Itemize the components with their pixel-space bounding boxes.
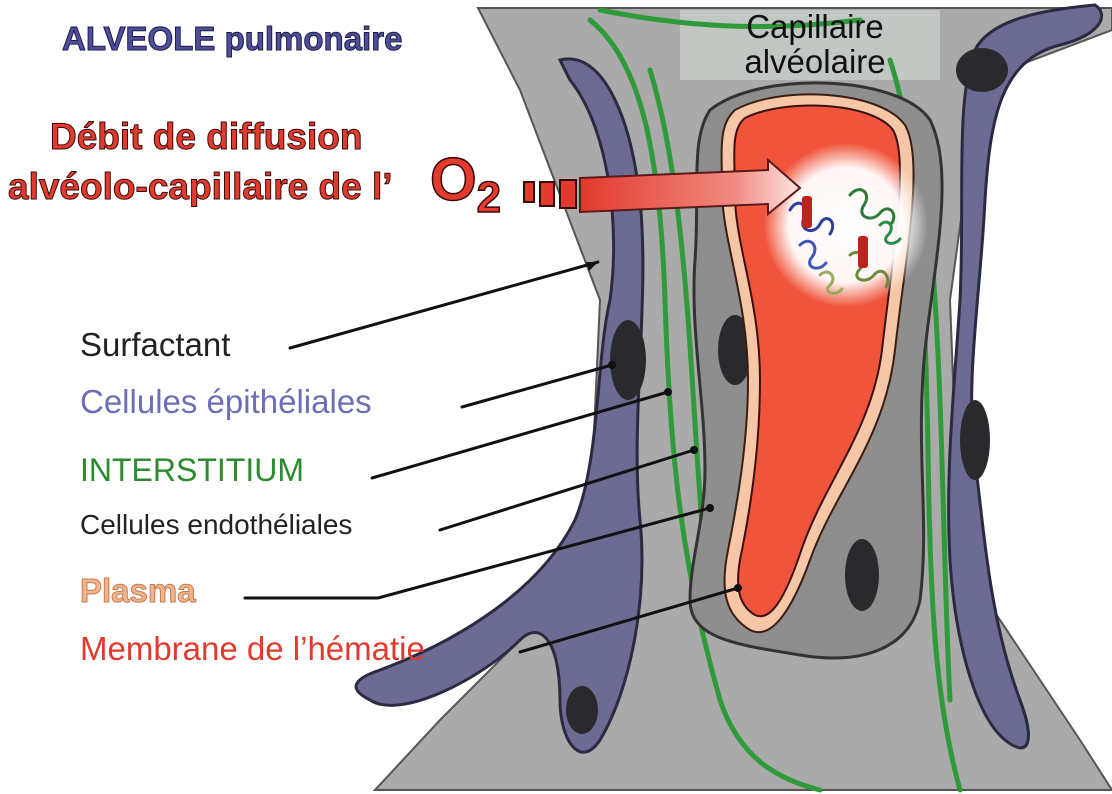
label-red-cell-membrane: Membrane de l’hématie — [80, 632, 425, 665]
capillary-label-line1: Capillaire — [700, 10, 930, 45]
label-plasma: Plasma — [80, 574, 196, 607]
nucleus — [845, 539, 879, 611]
label-epithelial-cells: Cellules épithéliales — [80, 385, 372, 418]
diffusion-label-line1: Débit de diffusion — [50, 118, 362, 155]
oxygen-subscript: 2 — [477, 173, 501, 222]
capillary-label-line2: alvéolaire — [700, 45, 930, 80]
oxygen-symbol: O2 — [430, 150, 501, 220]
capillary-label: Capillaire alvéolaire — [700, 10, 930, 79]
nucleus — [566, 686, 598, 734]
oxygen-letter: O — [430, 146, 477, 213]
leader-epithelial — [462, 365, 612, 407]
epithelial-cell-right — [949, 5, 1102, 748]
leader-surfactant — [290, 262, 598, 348]
label-surfactant: Surfactant — [80, 328, 230, 361]
hemoglobin-molecule — [764, 143, 928, 307]
nucleus — [610, 320, 646, 400]
nucleus — [960, 400, 990, 480]
diagram-title: ALVEOLE pulmonaire — [62, 22, 402, 55]
label-interstitium: INTERSTITIUM — [80, 454, 304, 486]
diffusion-label-line2: alvéolo-capillaire de l’ — [8, 168, 393, 205]
label-endothelial-cells: Cellules endothéliales — [80, 511, 352, 539]
nucleus — [956, 48, 1008, 92]
